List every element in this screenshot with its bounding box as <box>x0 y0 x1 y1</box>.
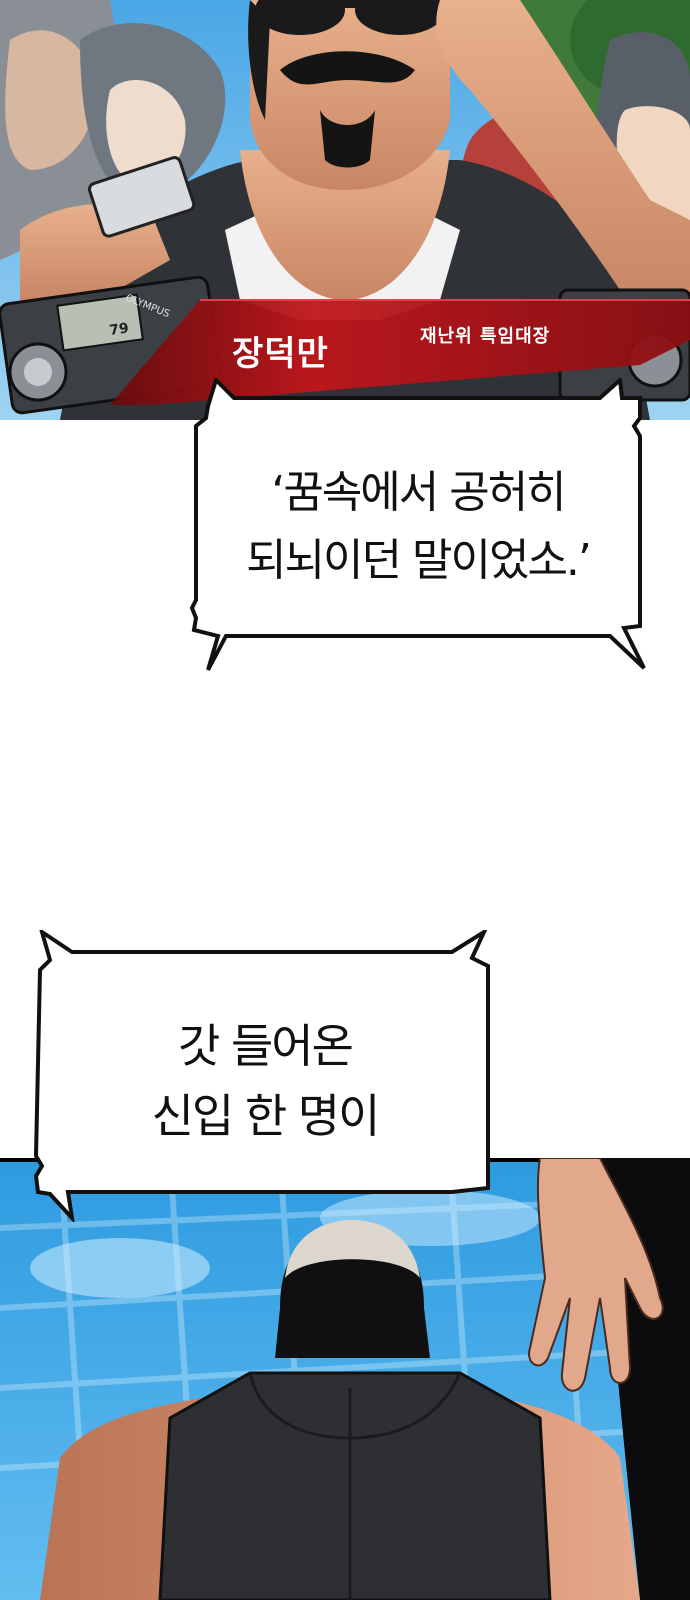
speech-bubble-1-line-2: 되뇌이던 말이었소.’ <box>246 535 592 586</box>
top-panel-artwork: 79 OLYMPUS <box>0 0 690 420</box>
bottom-comic-panel <box>0 1158 690 1600</box>
character-name: 장덕만 <box>232 334 329 374</box>
speech-bubble-2-line-1: 갓 들어온 <box>178 1019 354 1073</box>
speech-bubble-2-line-2: 신입 한 명이 <box>151 1089 381 1143</box>
speech-bubble-2: 갓 들어온 신입 한 명이 <box>32 930 498 1222</box>
speech-bubble-1-shape <box>189 378 646 671</box>
speech-bubble-1: ‘꿈속에서 공허히 되뇌이던 말이었소.’ <box>188 378 648 674</box>
top-comic-panel: 79 OLYMPUS 장덕만 재난위 특임대장 <box>0 0 690 420</box>
character-title: 재난위 특임대장 <box>420 326 551 347</box>
speech-bubble-1-line-1: ‘꿈속에서 공허히 <box>271 467 566 518</box>
bottom-panel-artwork <box>0 1158 690 1600</box>
recorder-readout: 79 <box>108 320 130 339</box>
character-nameplate <box>110 299 690 405</box>
speech-bubble-2-shape <box>33 930 490 1222</box>
